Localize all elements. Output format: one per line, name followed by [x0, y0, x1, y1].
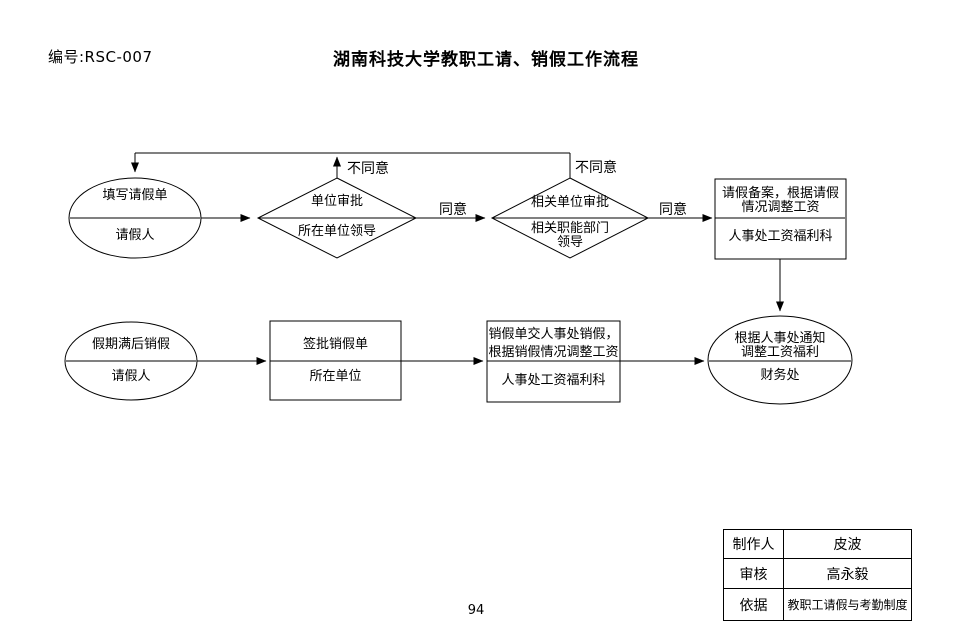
- hr-adjust-action-l1: 销假单交人事处销假，: [488, 327, 619, 342]
- info-value: 高永毅: [783, 558, 912, 589]
- page-number: 94: [467, 603, 485, 618]
- record-actor: 人事处工资福利科: [728, 229, 833, 244]
- info-value: 教职工请假与考勤制度: [783, 588, 912, 621]
- info-label: 制作人: [723, 529, 784, 559]
- record-action-l1: 请假备案，根据请假: [721, 186, 839, 201]
- finance-action-l1: 根据人事处通知: [734, 331, 826, 346]
- finance-action-l2: 调整工资福利: [740, 345, 819, 360]
- info-table-row: 制作人 皮波: [723, 529, 912, 559]
- agree-label-2: 同意: [659, 202, 687, 218]
- resume-actor: 请假人: [111, 369, 151, 384]
- resume-action: 假期满后销假: [91, 337, 170, 352]
- sign-actor: 所在单位: [309, 369, 362, 384]
- hr-adjust-actor: 人事处工资福利科: [501, 373, 606, 388]
- unit-approval-action: 单位审批: [310, 194, 363, 209]
- related-approval-actor-l2: 领导: [556, 235, 583, 250]
- agree-label-1: 同意: [439, 202, 467, 218]
- info-value: 皮波: [783, 529, 912, 559]
- hr-adjust-action-l2: 根据销假情况调整工资: [488, 345, 619, 360]
- node-record-box: [714, 178, 847, 260]
- info-table-row: 依据 教职工请假与考勤制度: [723, 588, 912, 621]
- info-label: 依据: [723, 588, 784, 621]
- page-title: 湖南科技大学教职工请、销假工作流程: [333, 50, 639, 70]
- sign-action: 签批销假单: [302, 337, 368, 352]
- unit-approval-actor: 所在单位领导: [297, 224, 376, 239]
- finance-actor: 财务处: [760, 368, 800, 383]
- node-finance-ellipse: [707, 315, 853, 405]
- doc-number: 编号:RSC-007: [48, 48, 153, 66]
- related-approval-actor-l1: 相关职能部门: [530, 221, 609, 236]
- info-label: 审核: [723, 558, 784, 589]
- fill-form-actor: 请假人: [115, 228, 155, 243]
- related-approval-action: 相关单位审批: [530, 195, 609, 210]
- fill-form-action: 填写请假单: [102, 188, 168, 203]
- info-table-row: 审核 高永毅: [723, 558, 912, 589]
- info-table: 制作人 皮波 审核 高永毅 依据 教职工请假与考勤制度: [723, 529, 912, 621]
- disagree-label-2: 不同意: [575, 160, 617, 176]
- record-action-l2: 情况调整工资: [741, 200, 820, 215]
- disagree-label-1: 不同意: [347, 161, 389, 177]
